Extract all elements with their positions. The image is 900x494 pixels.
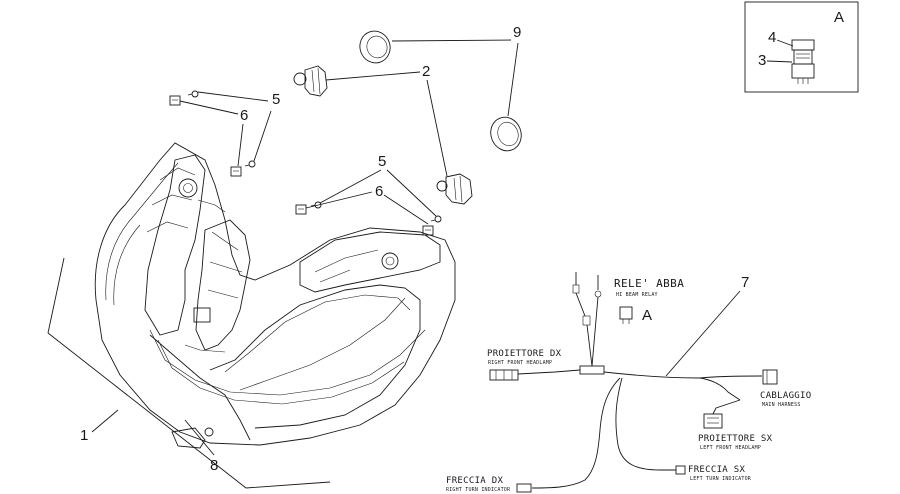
- proj-dx-sublabel: RIGHT FRONT HEADLAMP: [488, 360, 552, 366]
- relay-sublabel: HI BEAM RELAY: [616, 292, 658, 298]
- callout-1: 1: [80, 427, 88, 444]
- main-harness-label: CABLAGGIO: [760, 391, 811, 401]
- freccia-dx-label: FRECCIA DX: [446, 476, 503, 486]
- proj-sx-sublabel: LEFT FRONT HEADLAMP: [700, 445, 761, 451]
- relay-label: RELE' ABBA: [614, 277, 684, 290]
- nut-upper-a: [169, 95, 181, 106]
- screw-lower-a: [310, 201, 322, 209]
- wiring-harness: [489, 272, 778, 493]
- nut-lower-b: [422, 225, 434, 236]
- nut-upper-b: [230, 166, 242, 177]
- callout-6b: 6: [375, 183, 383, 200]
- proj-sx-label: PROIETTORE SX: [698, 434, 773, 444]
- callout-3: 3: [758, 52, 766, 69]
- callout-9: 9: [513, 24, 521, 41]
- screw-upper-b: [244, 160, 256, 168]
- bulb-lower: [436, 173, 473, 205]
- cap-lower: [490, 116, 522, 152]
- main-harness-sublabel: MAIN HARNESS: [762, 402, 801, 408]
- freccia-sx-sublabel: LEFT TURN INDICATOR: [690, 476, 752, 482]
- relay-part: [791, 39, 815, 84]
- freccia-dx-sublabel: RIGHT TURN INDICATOR: [446, 487, 511, 493]
- callout-8: 8: [210, 457, 218, 474]
- freccia-sx-label: FRECCIA SX: [688, 465, 745, 475]
- screw-upper-a: [187, 90, 199, 98]
- callout-5a: 5: [272, 91, 280, 108]
- callout-4: 4: [768, 29, 776, 46]
- callout-7: 7: [741, 274, 749, 291]
- detail-box-a: A 4 3: [744, 1, 859, 93]
- callout-relay-a: A: [642, 307, 652, 324]
- detail-box-label: A: [834, 9, 844, 26]
- cap-upper: [359, 30, 391, 64]
- callout-6a: 6: [240, 107, 248, 124]
- headlight-assembly: [47, 142, 456, 489]
- bulb-upper: [293, 65, 328, 97]
- nut-lower-a: [295, 204, 307, 215]
- callout-2: 2: [422, 63, 430, 80]
- callout-5b: 5: [378, 153, 386, 170]
- screw-lower-b: [430, 215, 442, 223]
- proj-dx-label: PROIETTORE DX: [487, 349, 562, 359]
